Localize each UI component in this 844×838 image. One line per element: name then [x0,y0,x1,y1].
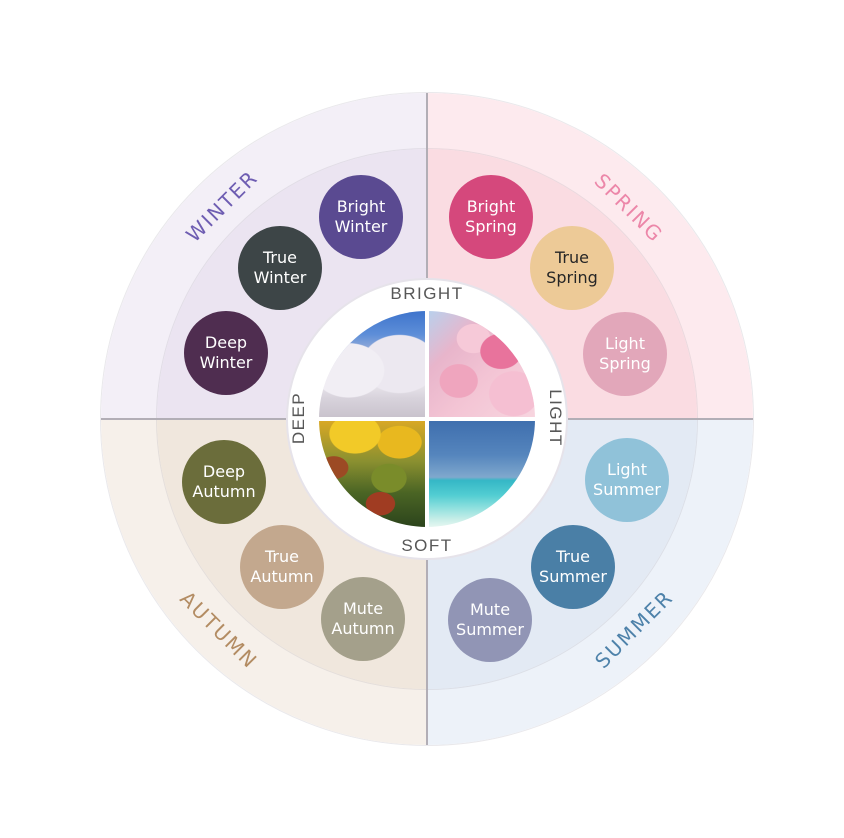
light-axis-label: LIGHT [546,389,565,447]
mute-summer-circle: Mute Summer [448,578,532,662]
center-photo-disc [319,311,535,527]
tropical-sea-photo [429,421,535,527]
deep-winter-circle: Deep Winter [184,311,268,395]
bright-spring-circle: Bright Spring [449,175,533,259]
true-autumn-circle: True Autumn [240,525,324,609]
light-summer-circle: Light Summer [585,438,669,522]
light-spring-circle: Light Spring [583,312,667,396]
cherry-blossoms-photo [429,311,535,417]
true-spring-circle: True Spring [530,226,614,310]
true-summer-circle: True Summer [531,525,615,609]
soft-axis-label: SOFT [401,536,453,555]
deep-autumn-circle: Deep Autumn [182,440,266,524]
deep-axis-label: DEEP [289,391,308,445]
mute-autumn-circle: Mute Autumn [321,577,405,661]
bright-winter-circle: Bright Winter [319,175,403,259]
bright-axis-label: BRIGHT [390,284,464,303]
true-winter-circle: True Winter [238,226,322,310]
snow-trees-photo [319,311,425,417]
autumn-foliage-photo [319,421,425,527]
